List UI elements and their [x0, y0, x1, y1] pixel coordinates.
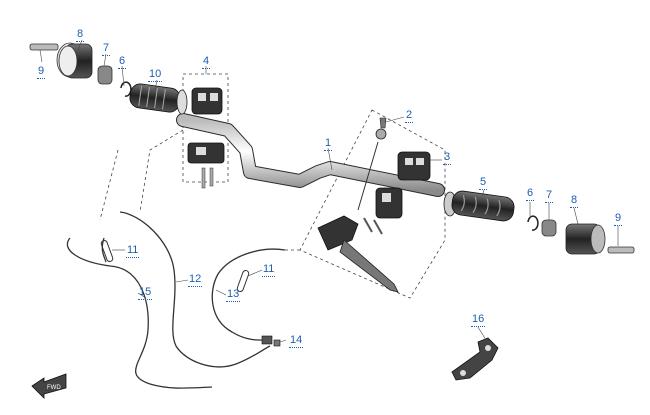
dashed-leader	[99, 149, 119, 221]
callout-8-right[interactable]: 8	[570, 194, 579, 208]
callout-15[interactable]: 15	[138, 286, 153, 300]
right-switch-housing	[363, 151, 431, 235]
left-grip-10	[129, 83, 188, 115]
callout-2[interactable]: 2	[405, 109, 414, 123]
assembly-outlines	[99, 73, 446, 299]
callout-5[interactable]: 5	[479, 176, 488, 190]
callout-3[interactable]: 3	[443, 151, 452, 165]
left-switch-housing	[187, 87, 225, 189]
front-arrow-icon: FWD	[31, 373, 67, 399]
leader-lines	[39, 39, 619, 343]
brake-master-cylinder	[317, 117, 399, 293]
right-grip-5	[443, 190, 515, 222]
screw-9-right	[607, 246, 635, 254]
callout-7-right[interactable]: 7	[545, 189, 554, 203]
brake-lever	[339, 239, 399, 293]
dashed-leader	[139, 129, 184, 213]
callout-14[interactable]: 14	[289, 334, 304, 348]
callout-1[interactable]: 1	[324, 137, 333, 151]
left-bar-end	[29, 42, 132, 97]
callout-7-left[interactable]: 7	[102, 42, 111, 56]
cable-clamps	[100, 239, 281, 347]
fwd-label: FWD	[47, 385, 61, 391]
callout-9-left[interactable]: 9	[37, 65, 46, 79]
circlip-6-right	[527, 215, 539, 231]
screw-9-left	[29, 43, 59, 51]
collar-7-right	[541, 219, 557, 237]
switch-left-group-outline	[182, 73, 229, 183]
callout-13[interactable]: 13	[226, 288, 241, 302]
handlebar	[176, 113, 445, 197]
right-bar-end	[527, 215, 635, 255]
callout-6-left[interactable]: 6	[118, 55, 127, 69]
callout-6-right[interactable]: 6	[526, 187, 535, 201]
callout-8-left[interactable]: 8	[76, 28, 85, 42]
collar-7-left	[97, 65, 113, 85]
circlip-6-left	[120, 81, 132, 97]
callout-16[interactable]: 16	[471, 313, 486, 327]
callout-12[interactable]: 12	[188, 273, 203, 287]
cables	[66, 211, 286, 389]
bracket-16	[451, 337, 499, 381]
callout-10[interactable]: 10	[148, 68, 163, 82]
callout-9-right[interactable]: 9	[614, 212, 623, 226]
callout-4[interactable]: 4	[202, 55, 211, 69]
callout-11-left[interactable]: 11	[126, 244, 140, 258]
callout-11-right[interactable]: 11	[262, 263, 276, 277]
